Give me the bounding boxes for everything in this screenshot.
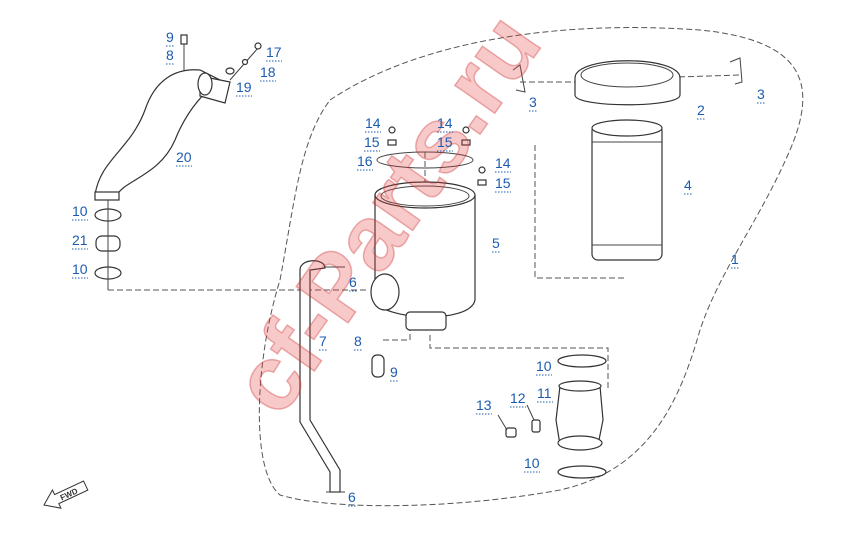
callout-17[interactable]: 17 (266, 44, 282, 62)
callout-number[interactable]: 17 (266, 44, 282, 60)
callout-number[interactable]: 5 (492, 235, 500, 251)
callout-1[interactable]: 1 (731, 251, 739, 269)
callout-10[interactable]: 10 (72, 261, 88, 279)
clamp-10-right-upper (557, 354, 607, 368)
callout-number[interactable]: 3 (529, 94, 537, 110)
callout-15[interactable]: 15 (437, 134, 453, 152)
air-filter-element-4 (591, 124, 663, 261)
callout-4[interactable]: 4 (684, 177, 692, 195)
callout-number[interactable]: 13 (476, 397, 492, 413)
callout-9[interactable]: 9 (390, 364, 398, 382)
callout-9[interactable]: 9 (166, 29, 174, 47)
callout-10[interactable]: 10 (72, 203, 88, 221)
callout-number[interactable]: 10 (536, 358, 552, 374)
callout-15[interactable]: 15 (364, 134, 380, 152)
callout-20[interactable]: 20 (176, 149, 192, 167)
callout-number[interactable]: 2 (697, 102, 705, 118)
callout-12[interactable]: 12 (510, 390, 526, 408)
callout-number[interactable]: 15 (437, 134, 453, 150)
callout-number[interactable]: 7 (319, 333, 327, 349)
callout-10[interactable]: 10 (536, 358, 552, 376)
callout-number[interactable]: 10 (72, 261, 88, 277)
callout-8[interactable]: 8 (166, 47, 174, 65)
callout-15[interactable]: 15 (495, 175, 511, 193)
callout-8[interactable]: 8 (354, 333, 362, 351)
callout-number[interactable]: 3 (757, 86, 765, 102)
callout-number[interactable]: 10 (72, 203, 88, 219)
filter-cover-2 (574, 60, 681, 106)
clamp-10-right-lower (557, 465, 607, 479)
callout-number[interactable]: 10 (524, 455, 540, 471)
callout-number[interactable]: 14 (495, 155, 511, 171)
callout-number[interactable]: 9 (166, 29, 174, 45)
callout-19[interactable]: 19 (236, 79, 252, 97)
callout-14[interactable]: 14 (437, 115, 453, 133)
air-box-outlet (370, 273, 400, 311)
callout-2[interactable]: 2 (697, 102, 705, 120)
drain-plug-9 (371, 354, 385, 378)
plug-9 (180, 34, 188, 45)
callout-number[interactable]: 11 (537, 385, 552, 401)
bolt-17 (254, 42, 262, 50)
callout-number[interactable]: 14 (365, 115, 381, 131)
callout-7[interactable]: 7 (319, 333, 327, 351)
callout-5[interactable]: 5 (492, 235, 500, 253)
callout-10[interactable]: 10 (524, 455, 540, 473)
callout-number[interactable]: 14 (437, 115, 453, 131)
callout-number[interactable]: 20 (176, 149, 192, 165)
svg-text:FWD: FWD (59, 486, 80, 502)
gasket-16 (376, 151, 474, 169)
callout-3[interactable]: 3 (529, 94, 537, 112)
assembly-boundary (258, 27, 804, 507)
callout-3[interactable]: 3 (757, 86, 765, 104)
callout-16[interactable]: 16 (357, 153, 373, 171)
callout-number[interactable]: 9 (390, 364, 398, 380)
callout-14[interactable]: 14 (365, 115, 381, 133)
callout-number[interactable]: 15 (495, 175, 511, 191)
callout-11[interactable]: 11 (537, 385, 553, 403)
leader-lines (108, 74, 741, 390)
forward-direction-arrow: FWD (43, 480, 89, 509)
intake-duct-20 (94, 69, 222, 196)
callout-number[interactable]: 19 (236, 79, 252, 95)
callout-21[interactable]: 21 (72, 232, 88, 250)
callout-number[interactable]: 1 (731, 251, 739, 267)
callout-number[interactable]: 6 (349, 274, 357, 290)
callout-14[interactable]: 14 (495, 155, 511, 173)
callout-number[interactable]: 8 (166, 47, 174, 63)
callout-number[interactable]: 4 (684, 177, 692, 193)
grommet-19 (225, 67, 235, 75)
callout-number[interactable]: 16 (357, 153, 373, 169)
washer-18 (241, 58, 249, 66)
callout-number[interactable]: 8 (354, 333, 362, 349)
callout-number[interactable]: 18 (260, 64, 276, 80)
plug-13 (505, 427, 517, 438)
callout-18[interactable]: 18 (260, 64, 276, 82)
callout-6[interactable]: 6 (349, 274, 357, 292)
cap-12 (531, 419, 541, 433)
callout-6[interactable]: 6 (348, 489, 356, 507)
callout-13[interactable]: 13 (476, 397, 492, 415)
callout-number[interactable]: 6 (348, 489, 356, 505)
callout-number[interactable]: 12 (510, 390, 526, 406)
callout-number[interactable]: 15 (364, 134, 380, 150)
callout-number[interactable]: 21 (72, 232, 88, 248)
